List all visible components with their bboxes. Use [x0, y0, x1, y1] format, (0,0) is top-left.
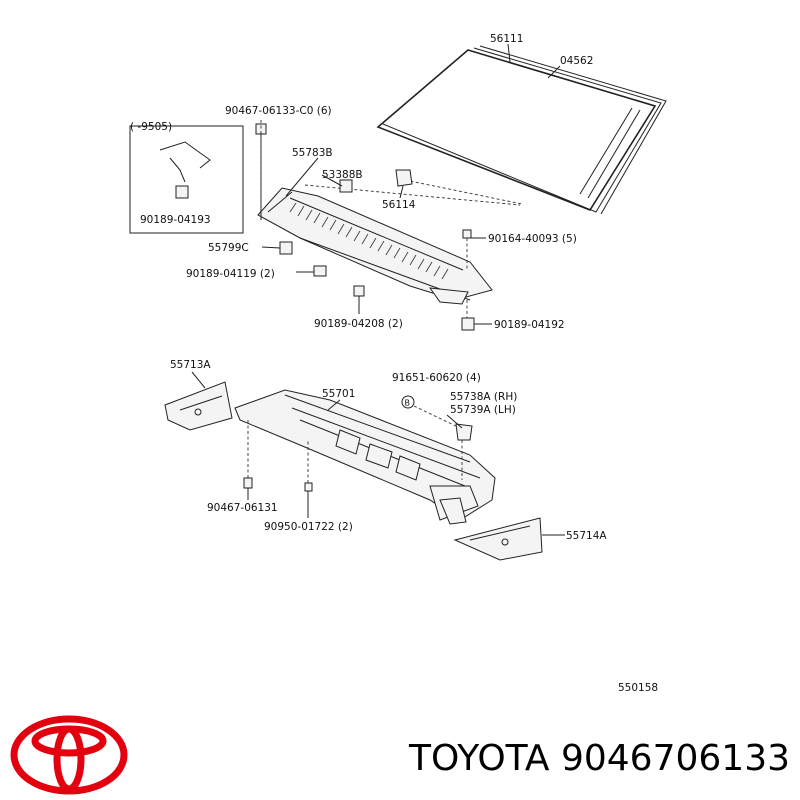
screw-90164-40093: [462, 229, 472, 239]
callout-550158: 550158: [618, 682, 658, 694]
callout-04562: 04562: [560, 55, 593, 67]
callout-55713a: 55713A: [170, 359, 211, 371]
callout-55783b: 55783B: [292, 147, 333, 159]
clip-90189-04192: [461, 317, 475, 331]
cowl-louver: [257, 187, 493, 305]
clip-55799c: [279, 241, 293, 255]
callout-90189-04119: 90189-04119 (2): [186, 268, 275, 280]
part-number: 9046706133: [560, 738, 790, 779]
callout-90164-40093: 90164-40093 (5): [488, 233, 577, 245]
callout-55701: 55701: [322, 388, 355, 400]
side-part-55714a: [453, 517, 543, 561]
footer-caption: TOYOTA 9046706133: [360, 738, 790, 779]
callout-55739a: 55739A (LH): [450, 404, 516, 416]
clip-53388b: [339, 179, 353, 193]
callout-90950: 90950-01722 (2): [264, 521, 353, 533]
callout-56111: 56111: [490, 33, 523, 45]
callout-55738a: 55738A (RH): [450, 391, 517, 403]
windshield-glass: [376, 45, 667, 215]
side-part-55713a: [164, 381, 233, 431]
bolt-91651: [401, 395, 415, 409]
screw-90950: [304, 482, 313, 492]
callout-55714a: 55714A: [566, 530, 607, 542]
toyota-logo-icon: [10, 715, 128, 795]
callout-90467-06133: 90467-06133-C0 (6): [225, 105, 332, 117]
callout-53388b: 53388B: [322, 169, 363, 181]
callout-90189-04208: 90189-04208 (2): [314, 318, 403, 330]
callout-9505: ( -9505): [130, 121, 172, 133]
clip-90189-04119: [313, 265, 327, 277]
inset-box: [129, 125, 244, 234]
callout-90189-04192: 90189-04192: [494, 319, 565, 331]
callout-56114: 56114: [382, 199, 416, 211]
brand-name: TOYOTA: [408, 738, 550, 779]
clip-56114: [395, 169, 413, 187]
bolt-mark: B: [405, 399, 411, 408]
callout-91651: 91651-60620 (4): [392, 372, 481, 384]
screw-90467-06131: [243, 477, 253, 489]
callout-90189-04193: 90189-04193: [140, 214, 211, 226]
cowl-panel: [234, 389, 496, 525]
clip-90189-04208: [353, 285, 365, 297]
callout-90467-06131: 90467-06131: [207, 502, 278, 514]
hinge-55738a: [455, 423, 473, 441]
callout-55799c: 55799C: [208, 242, 249, 254]
